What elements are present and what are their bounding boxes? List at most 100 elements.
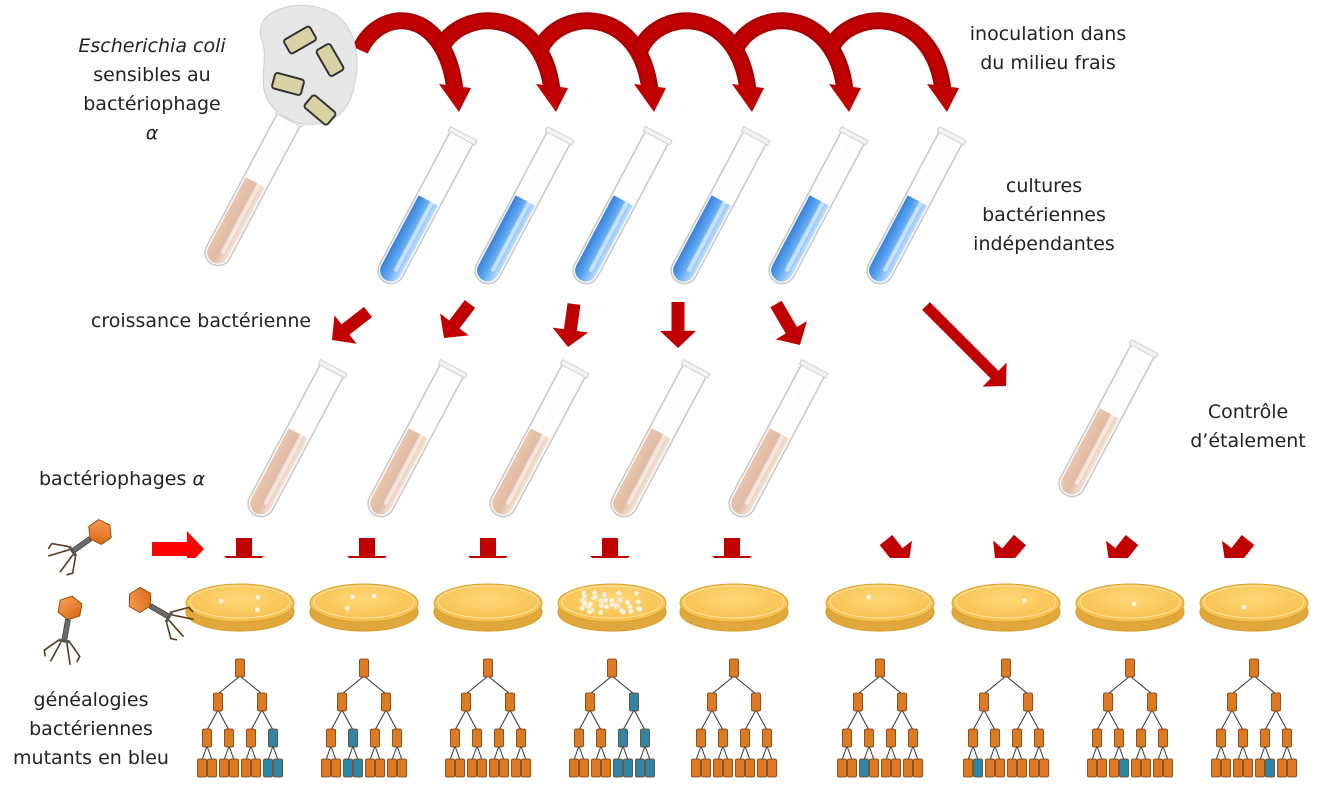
genealogy-tree-1 (197, 658, 283, 778)
cell (1163, 758, 1173, 778)
colony (255, 594, 261, 601)
colony (633, 590, 640, 597)
test-plate-1 (178, 558, 302, 648)
genealogy-trees (197, 658, 1297, 778)
genealogy-tree-2 (321, 658, 407, 778)
cell (241, 758, 251, 778)
cell (1131, 758, 1141, 778)
cell (591, 758, 601, 778)
cell (596, 728, 606, 748)
colony (598, 597, 604, 604)
ecoli-cell-2 (315, 43, 345, 77)
cell (229, 758, 239, 778)
grown-tube-5 (728, 358, 829, 518)
cell (842, 728, 852, 748)
cell (450, 728, 460, 748)
cell (331, 758, 341, 778)
inoculation-arrow-5 (727, 12, 861, 112)
control-plate-2 (944, 558, 1068, 648)
cell (489, 758, 499, 778)
colony (597, 609, 604, 616)
cell (499, 758, 509, 778)
cell (740, 728, 750, 748)
cell (1029, 758, 1039, 778)
colony (581, 593, 588, 599)
grown-tube-2 (367, 358, 468, 518)
cell (729, 658, 739, 678)
inoculation-line1: inoculation dans (969, 23, 1127, 45)
inoculation-line2: du milieu frais (980, 52, 1116, 74)
cell (1249, 658, 1259, 678)
cell (869, 758, 879, 778)
phage-3 (43, 595, 83, 666)
control-genealogy-tree-2 (963, 658, 1049, 778)
cell (1097, 758, 1107, 778)
cell (1012, 728, 1022, 748)
cell (908, 728, 918, 748)
colony (218, 598, 224, 605)
croissance-label: croissance bactérienne (78, 307, 324, 336)
cell (1001, 658, 1011, 678)
cell (467, 758, 477, 778)
mutant-cell (640, 728, 650, 748)
cell (1277, 758, 1287, 778)
cultures-label: cultures bactériennes indépendantes (940, 172, 1148, 259)
cell (1023, 692, 1033, 712)
colony (1241, 604, 1247, 611)
test-plate-3 (426, 558, 550, 648)
test-plate-5 (672, 558, 796, 648)
cell (521, 758, 531, 778)
cell (1282, 728, 1292, 748)
cell (1017, 758, 1027, 778)
colony (620, 609, 627, 616)
cell (375, 758, 385, 778)
cell (246, 728, 256, 748)
cells-blob (259, 4, 358, 125)
test-plate-4 (550, 558, 674, 648)
grown-tube-4 (610, 358, 711, 518)
cell (1238, 728, 1248, 748)
cell (847, 758, 857, 778)
control-plate-1 (818, 558, 942, 648)
mutant-cell (263, 758, 273, 778)
colony (254, 606, 260, 613)
ecoli-cells-blob (259, 4, 358, 126)
cell (881, 758, 891, 778)
cell (387, 758, 397, 778)
culture-tube-5 (768, 125, 869, 285)
cell (251, 758, 261, 778)
cell (397, 758, 407, 778)
cell (1007, 758, 1017, 778)
mutant-cell (629, 692, 639, 712)
cell (990, 728, 1000, 748)
cell (886, 728, 896, 748)
mutant-cell (859, 758, 869, 778)
cultures-line1: cultures (1005, 175, 1083, 197)
cell (853, 692, 863, 712)
culture-tube-3 (572, 125, 673, 285)
cell (897, 692, 907, 712)
cell (864, 728, 874, 748)
cell (505, 692, 515, 712)
mutant-cell (353, 758, 363, 778)
mutant-cell (635, 758, 645, 778)
mutant-cell (268, 728, 278, 748)
control-genealogy-tree-4 (1211, 658, 1297, 778)
cell (445, 758, 455, 778)
culture-tube-6 (866, 125, 967, 285)
cell (723, 758, 733, 778)
cell (707, 692, 717, 712)
colony (609, 601, 615, 608)
genealogy-tree-3 (445, 658, 531, 778)
ecoli-line2: sensibles au (93, 64, 211, 86)
colony (581, 600, 588, 607)
inoculation-arrow-4 (632, 12, 764, 112)
cell (1255, 758, 1265, 778)
control-genealogy-tree-1 (837, 658, 923, 778)
cell (574, 728, 584, 748)
colony (636, 606, 643, 613)
inoculation-arrow-1 (352, 12, 471, 112)
cell (891, 758, 901, 778)
cell (365, 758, 375, 778)
cell (569, 758, 579, 778)
